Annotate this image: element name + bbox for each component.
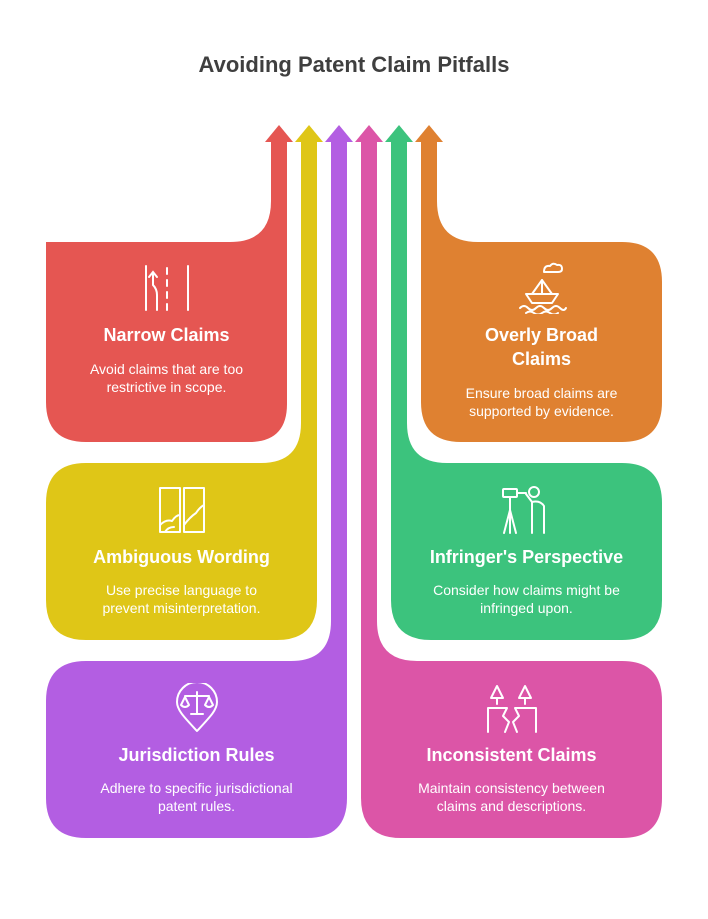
card-narrow-claims: Narrow Claims Avoid claims that are too … [46, 242, 287, 442]
card-title: Ambiguous Wording [93, 547, 270, 567]
scales-pin-icon [175, 683, 218, 732]
pink-ribbon [361, 142, 662, 838]
purple-ribbon [46, 142, 347, 838]
green-ribbon [391, 142, 662, 640]
red-arrowhead [265, 125, 293, 142]
card-title: Infringer's Perspective [429, 547, 624, 567]
card-infringers-perspective: Infringer's Perspective Consider how cla… [391, 463, 662, 640]
card-description: Use precise language to prevent misinter… [102, 582, 261, 616]
orange-arrowhead [415, 125, 443, 142]
card-title: Overly Broad Claims [484, 325, 599, 369]
card-title: Inconsistent Claims [426, 745, 597, 765]
yellow-ribbon [46, 142, 317, 640]
card-description: Adhere to specific jurisdictional patent… [100, 780, 293, 814]
boat-on-waves-icon [518, 262, 567, 314]
person-telescope-icon [501, 486, 545, 534]
card-overly-broad-claims: Overly Broad Claims Ensure broad claims … [421, 242, 662, 442]
card-description: Consider how claims might be infringed u… [433, 582, 620, 616]
split-doors-icon [158, 487, 205, 533]
card-jurisdiction-rules: Jurisdiction Rules Adhere to specific ju… [46, 661, 347, 838]
card-description: Ensure broad claims are supported by evi… [465, 385, 618, 419]
parallel-roads-icon [144, 265, 189, 311]
card-title: Jurisdiction Rules [118, 745, 275, 765]
pink-arrowhead [355, 125, 383, 142]
card-description: Maintain consistency between claims and … [418, 780, 605, 814]
broken-cliff-icon [486, 685, 537, 733]
purple-arrowhead [325, 125, 353, 142]
card-title: Narrow Claims [103, 325, 230, 345]
green-arrowhead [385, 125, 413, 142]
diagram-title: Avoiding Patent Claim Pitfalls [198, 52, 510, 77]
yellow-arrowhead [295, 125, 323, 142]
card-description: Avoid claims that are too restrictive in… [89, 361, 244, 395]
card-ambiguous-wording: Ambiguous Wording Use precise language t… [46, 463, 317, 640]
card-inconsistent-claims: Inconsistent Claims Maintain consistency… [361, 661, 662, 838]
